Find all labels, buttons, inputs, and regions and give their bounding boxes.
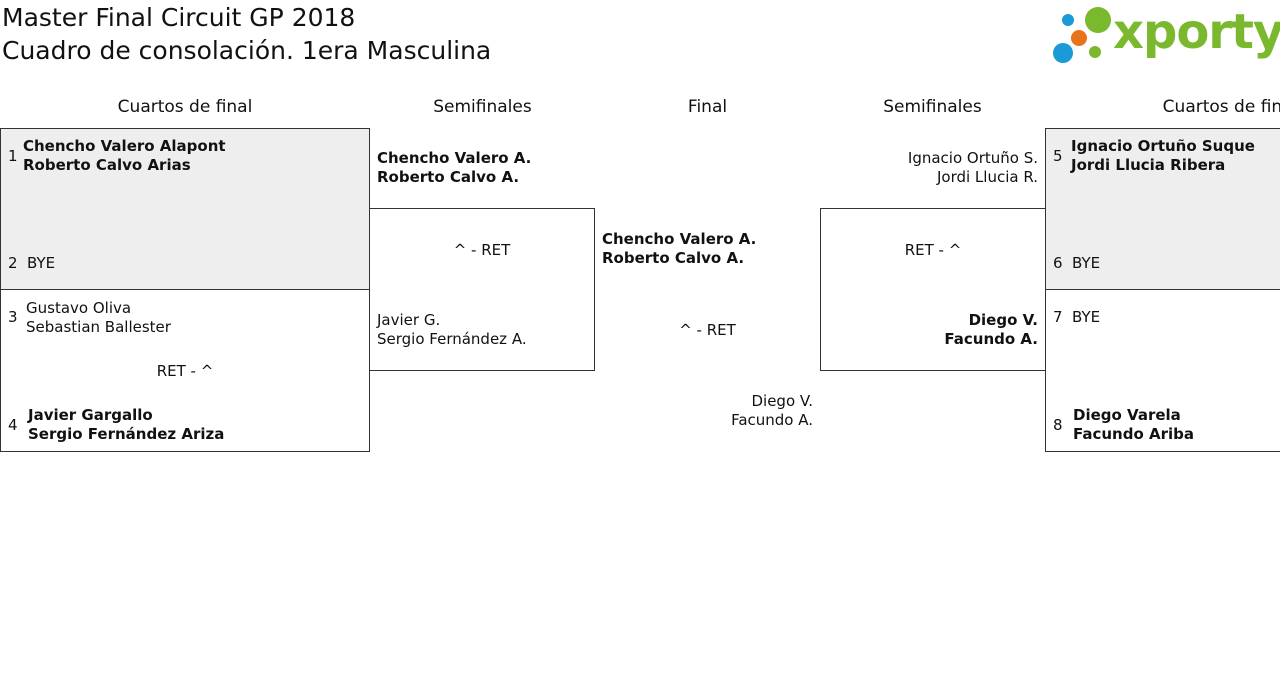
player-name: Diego V.	[968, 311, 1038, 329]
right-sf-team-a-player: Ignacio Ortuño S.	[907, 149, 1038, 167]
final-team-a-player: Roberto Calvo A.	[602, 249, 745, 267]
right-sf-match: RET - ^ Diego V. Facundo A.	[820, 208, 1046, 371]
player-name: Jordi Llucia Ribera	[1071, 156, 1226, 174]
left-sf-team-a-player: Roberto Calvo A.	[377, 168, 520, 186]
match-score: ^ - RET	[453, 241, 511, 259]
seed-number: 4	[8, 416, 18, 434]
player-name: Facundo A.	[944, 330, 1038, 348]
seed-number: 8	[1053, 416, 1063, 434]
match-score: RET - ^	[156, 362, 214, 380]
seed-number: 7	[1053, 308, 1063, 326]
left-sf-match: ^ - RET Javier G. Sergio Fernández A.	[369, 208, 595, 371]
seed-number: 6	[1053, 254, 1063, 272]
seed-number: 2	[8, 254, 18, 272]
seed-number: 1	[8, 147, 18, 165]
right-qf-match-1: 5 Ignacio Ortuño Suque Jordi Llucia Ribe…	[1045, 128, 1280, 290]
final-team-a-player: Chencho Valero A.	[602, 230, 757, 248]
page-subtitle: Cuadro de consolación. 1era Masculina	[2, 36, 492, 65]
player-name: Gustavo Oliva	[26, 299, 132, 317]
player-name: Sergio Fernández A.	[377, 330, 527, 348]
player-name: Chencho Valero Alapont	[23, 137, 226, 155]
xporty-logo-text: xporty	[1113, 4, 1280, 60]
final-team-b-player: Facundo A.	[731, 411, 813, 429]
player-name: Sebastian Ballester	[26, 318, 171, 336]
final-match-score: ^ - RET	[679, 321, 736, 339]
player-name: Ignacio Ortuño Suque	[1071, 137, 1255, 155]
player-name: Javier Gargallo	[28, 406, 153, 424]
match-score: RET - ^	[904, 241, 962, 259]
player-name: BYE	[27, 254, 56, 272]
player-name: Sergio Fernández Ariza	[28, 425, 225, 443]
player-name: BYE	[1072, 308, 1101, 326]
right-sf-team-a-player: Jordi Llucia R.	[936, 168, 1038, 186]
player-name: BYE	[1072, 254, 1101, 272]
round-header-right-semifinals: Semifinales	[883, 97, 982, 117]
seed-number: 5	[1053, 147, 1063, 165]
seed-number: 3	[8, 308, 18, 326]
left-qf-match-1: 1 Chencho Valero Alapont Roberto Calvo A…	[0, 128, 370, 290]
player-name: Diego Varela	[1073, 406, 1181, 424]
round-header-right-quarterfinals: Cuartos de final	[1162, 97, 1280, 117]
round-header-left-semifinals: Semifinales	[433, 97, 532, 117]
right-qf-match-2: 7 BYE 8 Diego Varela Facundo Ariba	[1045, 289, 1280, 452]
player-name: Facundo Ariba	[1073, 425, 1195, 443]
page-title: Master Final Circuit GP 2018	[2, 3, 356, 32]
round-header-final: Final	[687, 97, 728, 117]
xporty-logo-icon	[1050, 4, 1114, 66]
player-name: Javier G.	[377, 311, 441, 329]
player-name: Roberto Calvo Arias	[23, 156, 191, 174]
final-team-b-player: Diego V.	[751, 392, 813, 410]
left-sf-team-a-player: Chencho Valero A.	[377, 149, 532, 167]
round-header-left-quarterfinals: Cuartos de final	[117, 97, 253, 117]
left-qf-match-2: 3 Gustavo Oliva Sebastian Ballester RET …	[0, 289, 370, 452]
